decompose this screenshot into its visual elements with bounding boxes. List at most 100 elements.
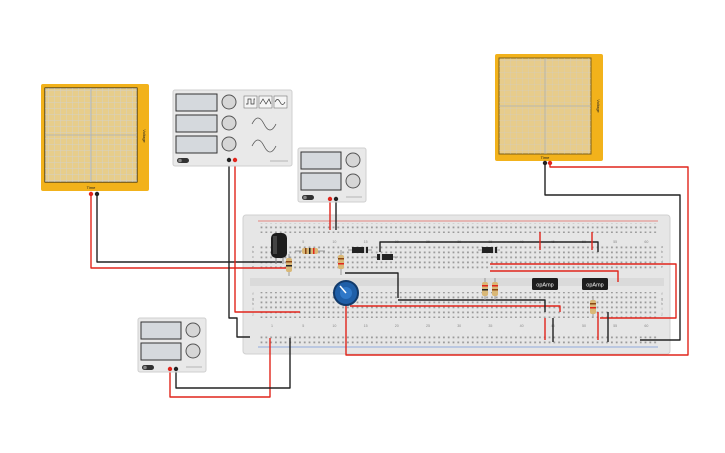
wire-psu-bottom-black[interactable] bbox=[175, 338, 291, 389]
row-label-left: j bbox=[252, 312, 254, 316]
opamp-2-label: opAmp bbox=[586, 283, 603, 289]
column-label-bottom: 10 bbox=[332, 324, 336, 328]
column-label-bottom: 40 bbox=[520, 324, 524, 328]
scope-left-voltage-label: Voltage bbox=[142, 129, 147, 143]
row-label-left: c bbox=[252, 255, 254, 259]
row-label-left: b bbox=[252, 250, 254, 254]
column-label-bottom: 55 bbox=[613, 324, 617, 328]
column-label-bottom: 5 bbox=[302, 324, 304, 328]
diode-1[interactable] bbox=[348, 247, 372, 253]
resistor-2[interactable] bbox=[286, 254, 292, 276]
power-rail-top[interactable] bbox=[258, 223, 658, 233]
wire-psu-bottom-red[interactable] bbox=[169, 338, 271, 398]
square-wave-icon[interactable] bbox=[243, 95, 258, 109]
resistor-4[interactable] bbox=[482, 278, 488, 300]
center-channel bbox=[250, 278, 664, 286]
column-label-bottom: 30 bbox=[457, 324, 461, 328]
wire-scope-left-red[interactable] bbox=[90, 195, 287, 269]
wires[interactable] bbox=[90, 160, 689, 398]
fgen-knob-frequency[interactable] bbox=[221, 94, 237, 110]
row-label-right: i bbox=[662, 307, 663, 311]
column-label-top: 15 bbox=[364, 240, 368, 244]
fgen-display-amplitude bbox=[175, 114, 218, 133]
jumper-red-mid[interactable] bbox=[490, 270, 619, 282]
opamp-2[interactable]: opAmp bbox=[582, 278, 608, 290]
fgen-display-frequency bbox=[175, 93, 218, 112]
resistor-1[interactable] bbox=[295, 248, 325, 254]
jumper-black-mid[interactable] bbox=[345, 272, 399, 298]
column-label-top: 55 bbox=[613, 240, 617, 244]
opamp-1[interactable]: opAmp bbox=[532, 278, 558, 290]
column-label-bottom: 1 bbox=[271, 324, 273, 328]
fgen-knob-amplitude[interactable] bbox=[221, 115, 237, 131]
row-label-left: e bbox=[252, 265, 254, 269]
psu-top-display-current bbox=[300, 172, 342, 191]
column-label-bottom: 35 bbox=[488, 324, 492, 328]
fgen-display-offset bbox=[175, 135, 218, 154]
wire-scope-left-black[interactable] bbox=[96, 195, 282, 263]
scope-right-terminal-positive[interactable] bbox=[547, 160, 553, 166]
psu-top-knob-voltage[interactable] bbox=[345, 152, 361, 168]
oscilloscope-right[interactable]: Voltage Time bbox=[495, 54, 603, 166]
scope-left-time-label: Time bbox=[87, 185, 97, 190]
power-supply-bottom[interactable] bbox=[137, 317, 207, 373]
psu-top-display-voltage bbox=[300, 151, 342, 170]
column-label-top: 5 bbox=[302, 240, 304, 244]
scope-right-terminal-negative[interactable] bbox=[542, 160, 548, 166]
column-label-bottom: 50 bbox=[582, 324, 586, 328]
potentiometer[interactable] bbox=[333, 280, 359, 306]
scope-left-terminal-negative[interactable] bbox=[94, 191, 100, 197]
wire-fgen-black[interactable] bbox=[228, 160, 250, 338]
diode-3[interactable] bbox=[478, 247, 500, 253]
psu-bottom-knob-current[interactable] bbox=[185, 343, 201, 359]
psu-top-knob-current[interactable] bbox=[345, 173, 361, 189]
psu-bottom-display-voltage bbox=[140, 321, 182, 340]
column-label-top: 10 bbox=[332, 240, 336, 244]
scope-left-terminal-positive[interactable] bbox=[88, 191, 94, 197]
scope-right-time-label: Time bbox=[541, 155, 551, 160]
capacitor[interactable] bbox=[271, 233, 287, 264]
psu-bottom-terminal-negative[interactable] bbox=[173, 366, 179, 372]
row-label-right: a bbox=[661, 245, 663, 249]
sine-wave-icon[interactable] bbox=[273, 95, 288, 109]
power-supply-top[interactable] bbox=[297, 147, 367, 203]
psu-top-terminal-negative[interactable] bbox=[333, 196, 339, 202]
resistor-5[interactable] bbox=[492, 278, 498, 300]
fgen-waveform-preview-2 bbox=[251, 139, 277, 153]
jumper-black-top[interactable] bbox=[379, 241, 599, 252]
row-label-left: a bbox=[252, 245, 254, 249]
column-label-top: 60 bbox=[644, 240, 648, 244]
jumper-black-bottom[interactable] bbox=[398, 299, 546, 312]
jumper-red-long-top[interactable] bbox=[490, 263, 677, 319]
resistor-3[interactable] bbox=[338, 250, 344, 275]
diode-2[interactable] bbox=[372, 254, 398, 260]
fgen-waveform-preview-1 bbox=[251, 117, 277, 131]
fgen-terminal-positive[interactable] bbox=[232, 157, 238, 163]
psu-bottom-terminal-positive[interactable] bbox=[167, 366, 173, 372]
row-label-left: i bbox=[253, 307, 254, 311]
power-rail-bottom[interactable] bbox=[258, 335, 658, 345]
row-label-right: d bbox=[661, 260, 663, 264]
wire-scope-right-red[interactable] bbox=[345, 162, 689, 356]
row-label-right: c bbox=[661, 255, 663, 259]
psu-top-terminal-positive[interactable] bbox=[327, 196, 333, 202]
column-label-bottom: 60 bbox=[644, 324, 648, 328]
fgen-label-strip bbox=[270, 160, 288, 162]
oscilloscope-left[interactable]: Voltage Time bbox=[41, 84, 149, 197]
fgen-terminal-negative[interactable] bbox=[226, 157, 232, 163]
fgen-knob-offset[interactable] bbox=[221, 136, 237, 152]
function-generator[interactable] bbox=[172, 89, 293, 167]
psu-bottom-knob-voltage[interactable] bbox=[185, 322, 201, 338]
wire-fgen-red[interactable] bbox=[234, 160, 300, 313]
row-label-left: f bbox=[253, 292, 254, 296]
psu-top-label-strip bbox=[346, 196, 362, 198]
row-label-right: h bbox=[661, 302, 663, 306]
wire-scope-right-black[interactable] bbox=[544, 162, 681, 341]
row-label-left: h bbox=[252, 302, 254, 306]
row-label-right: j bbox=[661, 312, 663, 316]
fgen-wave-buttons[interactable] bbox=[243, 95, 288, 109]
jumper-red-bottom[interactable] bbox=[350, 305, 561, 312]
resistor-6[interactable] bbox=[590, 296, 596, 318]
row-label-right: b bbox=[661, 250, 663, 254]
